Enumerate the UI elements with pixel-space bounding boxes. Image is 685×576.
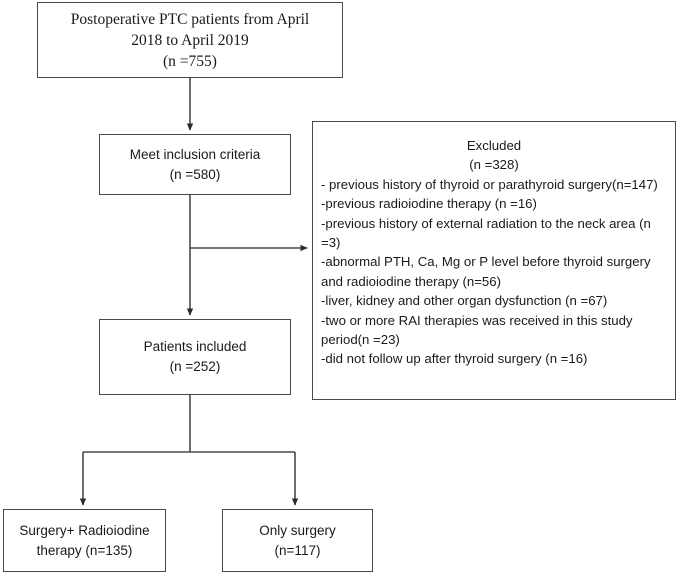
excluded-reason-4: -abnormal PTH, Ca, Mg or P level before … (321, 254, 651, 289)
excluded-reason-5: -liver, kidney and other organ dysfuncti… (321, 293, 608, 309)
cohort-line-2: 2018 to April 2019 (131, 31, 249, 49)
cohort-line-3: (n =755) (163, 52, 217, 70)
excluded-reason-2: -previous radioiodine therapy (n =16) (321, 196, 537, 212)
excluded-header-count: (n =328) (469, 157, 519, 173)
excluded-reason-6: -two or more RAI therapies was received … (321, 312, 633, 348)
rai-line-2: therapy (n=135) (36, 542, 133, 558)
excluded-reason-3: -previous history of external radiation … (321, 215, 651, 251)
node-postoperative-ptc-cohort: Postoperative PTC patients from April 20… (37, 2, 343, 78)
node-excluded-patients: Excluded (n =328) - previous history of … (312, 121, 676, 400)
node-patients-included: Patients included (n =252) (99, 319, 291, 395)
surgery-line-1: Only surgery (259, 522, 336, 538)
node-only-surgery: Only surgery (n=117) (222, 509, 373, 572)
inclusion-line-1: Meet inclusion criteria (129, 146, 261, 162)
excluded-header: Excluded (466, 138, 522, 153)
included-line-1: Patients included (143, 339, 247, 354)
included-line-2: (n =252) (169, 359, 221, 374)
cohort-line-1: Postoperative PTC patients from April (70, 10, 310, 28)
excluded-reason-1: - previous history of thyroid or parathy… (321, 176, 658, 192)
node-surgery-plus-radioiodine-therapy: Surgery+ Radioiodine therapy (n=135) (3, 509, 166, 572)
node-meet-inclusion-criteria: Meet inclusion criteria (n =580) (99, 134, 291, 195)
excluded-reason-7: -did not follow up after thyroid surgery… (321, 351, 588, 367)
surgery-line-2: (n=117) (274, 542, 321, 558)
inclusion-line-2: (n =580) (169, 166, 221, 182)
rai-line-1: Surgery+ Radioiodine (19, 522, 150, 538)
